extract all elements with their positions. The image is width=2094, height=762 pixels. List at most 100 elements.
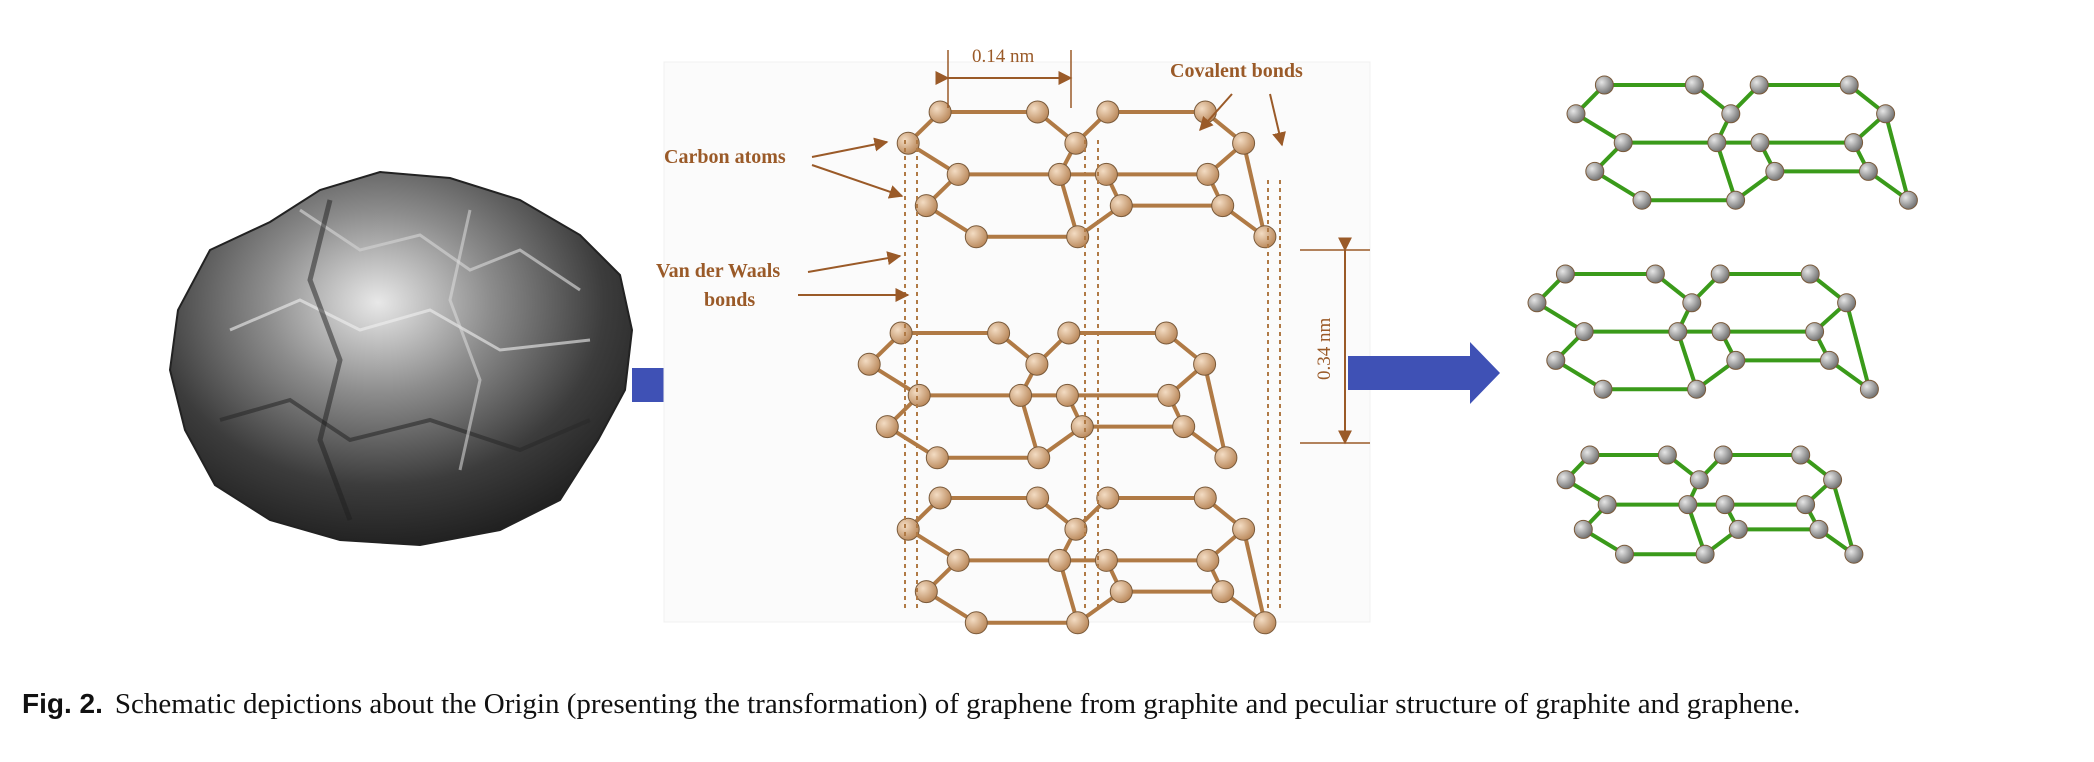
carbon-atom [914, 194, 938, 218]
carbon-atom [1211, 194, 1235, 218]
bond [1883, 113, 1911, 201]
carbon-atom [1615, 544, 1634, 564]
carbon-atom [1593, 379, 1613, 399]
carbon-atom [928, 486, 952, 510]
carbon-atom [1172, 415, 1196, 439]
bond [1830, 479, 1856, 555]
carbon-atom [928, 100, 952, 124]
carbon-atom [1749, 75, 1769, 95]
carbon-atom [1687, 379, 1707, 399]
carbon-atom [1574, 322, 1594, 342]
carbon-atom [1211, 580, 1235, 604]
bond [1241, 142, 1267, 238]
carbon-atom [1025, 352, 1049, 376]
covalent-bonds-label: Covalent bonds [1170, 60, 1303, 82]
carbon-atom [1844, 133, 1864, 153]
carbon-atom [1721, 104, 1741, 124]
carbon-atom [1726, 190, 1746, 210]
carbon-atom [1791, 445, 1811, 465]
carbon-atom [1710, 264, 1730, 284]
carbon-atom [1678, 495, 1698, 515]
carbon-atom [1796, 495, 1816, 515]
carbon-atom [1026, 486, 1050, 510]
carbon-atom [1585, 161, 1605, 181]
carbon-atom [1066, 225, 1090, 249]
graphite-photo [168, 170, 634, 547]
carbon-atom [1645, 264, 1665, 284]
carbon-atom [1859, 379, 1879, 399]
carbon-atom [1580, 445, 1600, 465]
carbon-atom [1026, 100, 1050, 124]
interlayer-spacing-label: 0.34 nm [1314, 318, 1335, 381]
carbon-atom [925, 446, 949, 470]
carbon-atom [1657, 445, 1677, 465]
carbon-atom [1689, 470, 1709, 490]
carbon-atom [1096, 100, 1120, 124]
carbon-atom [1109, 194, 1133, 218]
carbon-atom [1839, 75, 1859, 95]
carbon-atom [1048, 548, 1072, 572]
carbon-atom [1728, 519, 1748, 539]
carbon-atom [1713, 445, 1733, 465]
carbon-atom [1819, 350, 1839, 370]
carbon-atom [1750, 133, 1770, 153]
carbon-atom [889, 321, 913, 345]
carbon-atom [1527, 293, 1547, 313]
transformation-arrow-right [1348, 342, 1500, 404]
carbon-atom [1858, 161, 1878, 181]
carbon-atom [1232, 131, 1256, 155]
bond [1241, 528, 1267, 624]
carbon-atom [896, 517, 920, 541]
carbon-atom [1711, 322, 1731, 342]
carbon-atom [1668, 322, 1688, 342]
carbon-atom [1009, 383, 1033, 407]
carbon-atoms-label: Carbon atoms [664, 146, 786, 168]
carbon-atom [1070, 415, 1094, 439]
graphene-sheets [1527, 75, 1918, 564]
figure-label: Fig. 2. [22, 688, 103, 719]
carbon-atom [1109, 580, 1133, 604]
carbon-atom [1765, 161, 1785, 181]
graphite-layered-structure: 0.14 nm 0.34 nm Carbon atoms Van der Waa… [656, 46, 1371, 635]
figure-caption: Fig. 2. Schematic depictions about the Or… [22, 688, 2082, 721]
carbon-atom [1546, 350, 1566, 370]
bond [1675, 330, 1699, 390]
carbon-atom [1566, 104, 1586, 124]
carbon-atom [987, 321, 1011, 345]
carbon-atom [1682, 293, 1702, 313]
carbon-atom [1214, 446, 1238, 470]
carbon-atom [1597, 495, 1617, 515]
carbon-atom [1594, 75, 1614, 95]
bond [1714, 141, 1738, 201]
carbon-atom [1066, 611, 1090, 635]
carbon-atom [1193, 486, 1217, 510]
carbon-atom [1898, 190, 1918, 210]
carbon-atom [1555, 264, 1575, 284]
carbon-atom [1837, 293, 1857, 313]
carbon-atom [1193, 352, 1217, 376]
carbon-atom [1232, 517, 1256, 541]
carbon-atom [914, 580, 938, 604]
carbon-atom [907, 383, 931, 407]
carbon-atom [1613, 133, 1633, 153]
caption-text: Schematic depictions about the Origin (p… [114, 688, 1801, 720]
carbon-atom [1094, 162, 1118, 186]
carbon-atom [1556, 470, 1576, 490]
carbon-atom [1800, 264, 1820, 284]
bond [1202, 363, 1228, 459]
carbon-atom [1684, 75, 1704, 95]
carbon-atom [946, 548, 970, 572]
carbon-atom [1805, 322, 1825, 342]
carbon-atom [1823, 470, 1843, 490]
carbon-atom [1196, 162, 1220, 186]
carbon-atom [1057, 321, 1081, 345]
carbon-atom [1573, 519, 1593, 539]
carbon-atom [1707, 133, 1727, 153]
van-der-waals-label-line1: Van der Waals [656, 260, 780, 282]
carbon-atom [1632, 190, 1652, 210]
carbon-atom [1064, 517, 1088, 541]
carbon-atom [1876, 104, 1896, 124]
carbon-atom [1715, 495, 1735, 515]
carbon-atom [964, 225, 988, 249]
figure: 0.14 nm 0.34 nm Carbon atoms Van der Waa… [168, 46, 1918, 635]
